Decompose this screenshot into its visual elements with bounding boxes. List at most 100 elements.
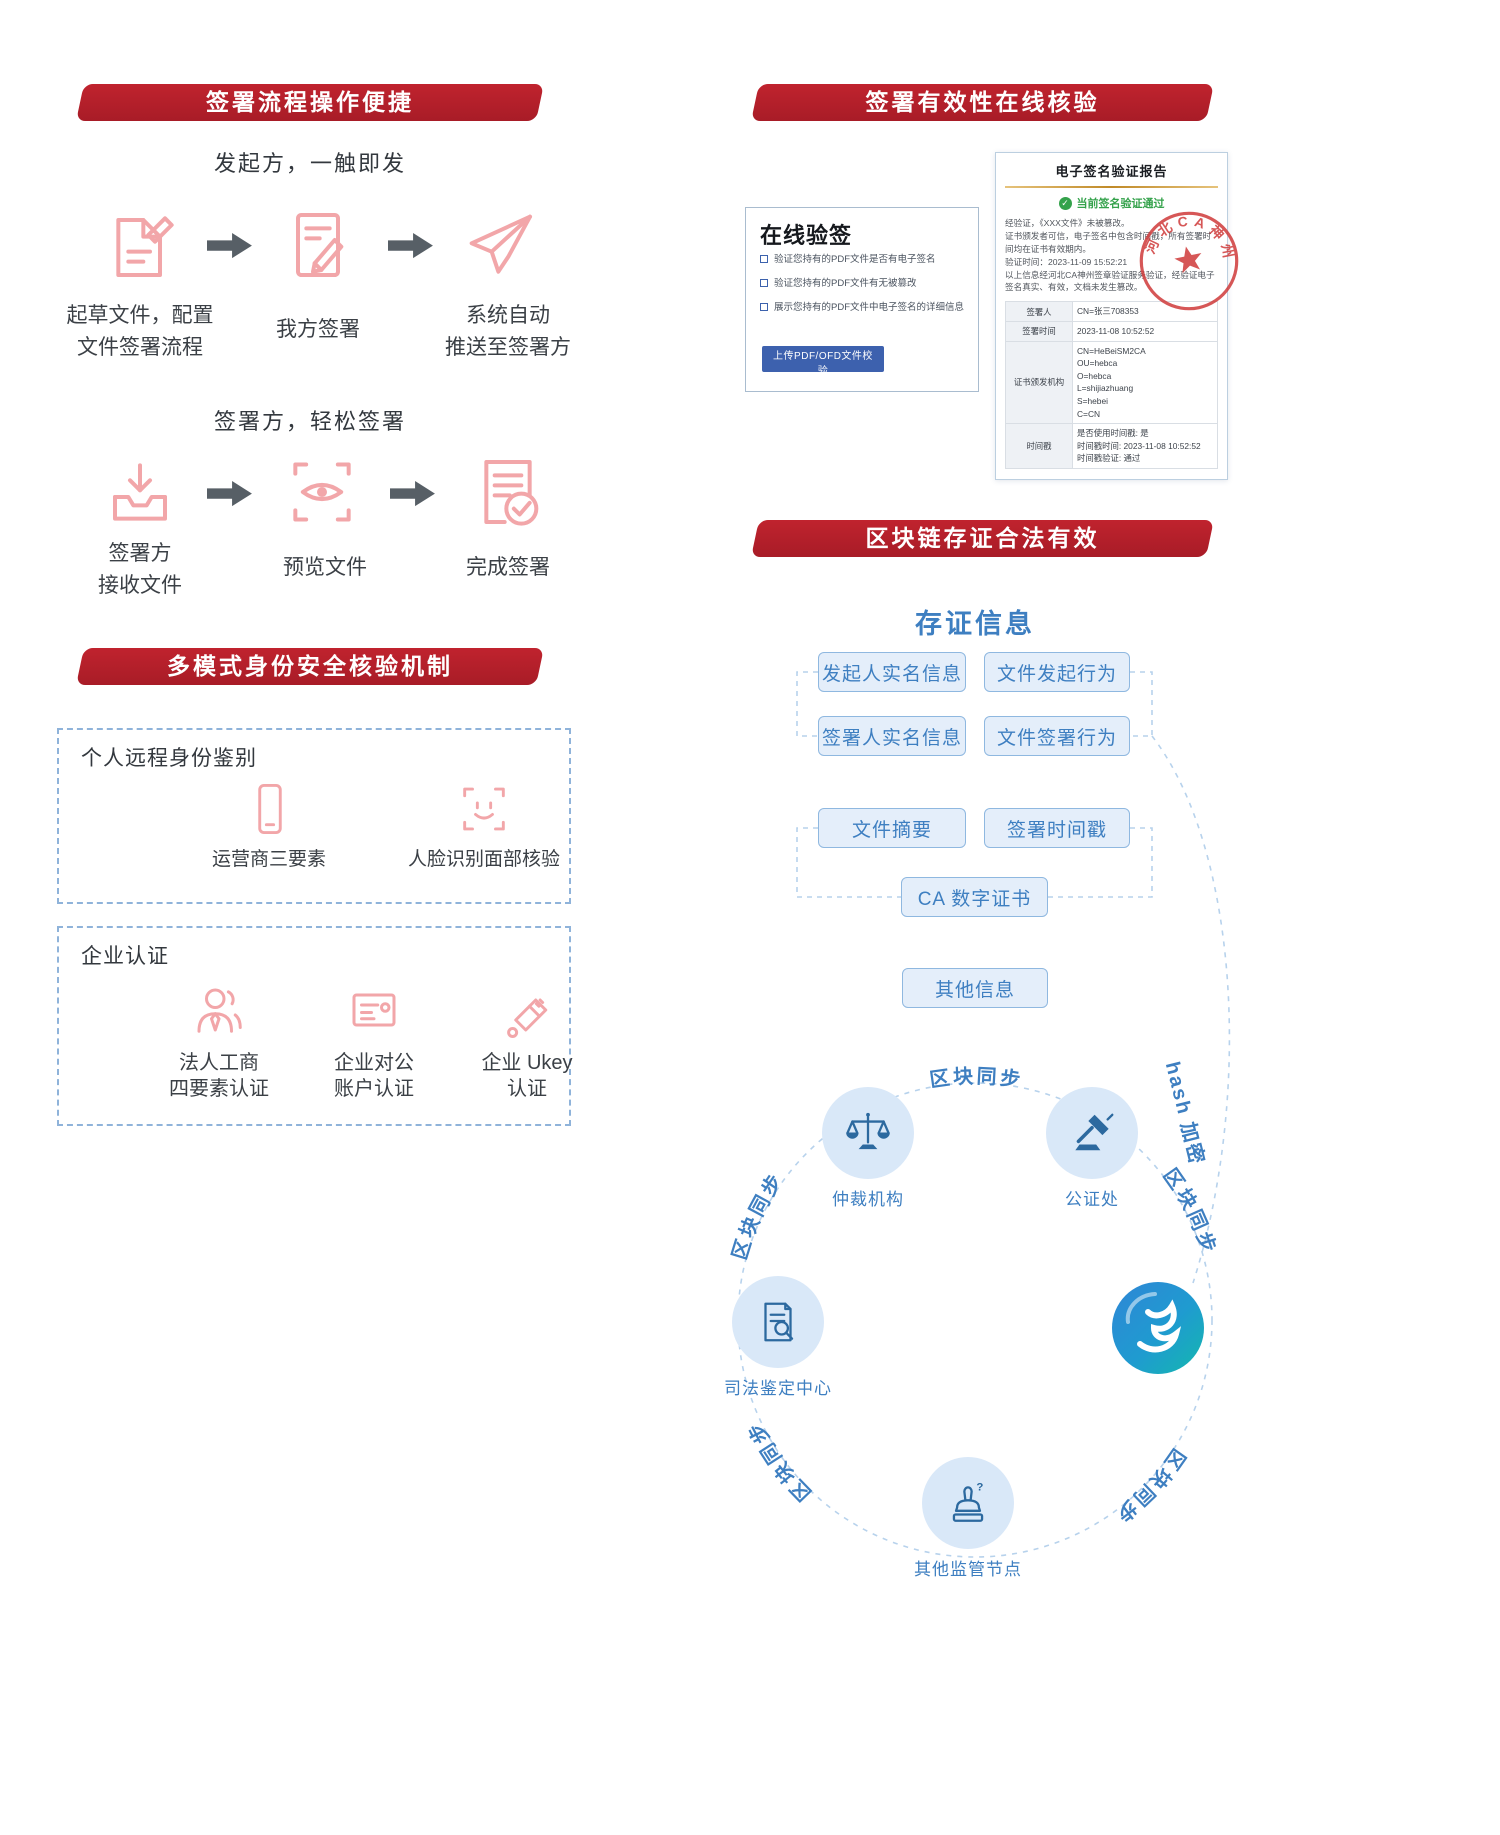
report-row-label: 签署时间 <box>1005 320 1073 342</box>
evidence-box: 文件摘要 <box>818 808 966 848</box>
report-row-value: 是否使用时间戳: 是 时间戳时间: 2023-11-08 10:52:52 时间… <box>1072 423 1218 470</box>
paper-plane-icon <box>460 205 540 285</box>
report-row-value: CN=HeBeiSM2CA OU=hebca O=hebca L=shijiaz… <box>1072 340 1218 425</box>
ca-stamp-icon: 河北CA神州 <box>1126 198 1252 324</box>
legal-person-icon <box>189 980 249 1040</box>
sync-label: 区块同步 <box>1109 1444 1186 1527</box>
judicial-node <box>732 1276 824 1368</box>
flow-step-label: 完成签署 <box>466 556 550 579</box>
node-label: 仲裁机构 <box>832 1190 904 1209</box>
signer-subtitle: 签署方，轻松签署 <box>213 409 406 434</box>
hash-curve <box>1151 735 1231 1284</box>
check-icon: ✓ <box>1058 196 1072 210</box>
flow-step-label: 起草文件，配置 文件签署流程 <box>66 304 214 359</box>
online-verify-list: 验证您持有的PDF文件是否有电子签名 验证您持有的PDF文件有无被篡改 展示您持… <box>760 254 970 325</box>
svg-text:区块同步: 区块同步 <box>729 1168 789 1262</box>
identity-method-label: 运营商三要素 <box>211 849 326 870</box>
evidence-title: 存证信息 <box>915 609 1035 639</box>
banner-signing-flow: 签署流程操作便捷 <box>80 84 540 121</box>
arrow-right-icon <box>390 480 436 507</box>
face-scan-icon <box>455 780 513 838</box>
sync-label: 区块同步 <box>729 1168 786 1262</box>
question-mark: ? <box>976 1482 983 1494</box>
personal-identity-panel: 个人远程身份鉴别 运营商三要素 人脸识别面部核验 <box>57 728 571 904</box>
verify-feature-item: 验证您持有的PDF文件有无被篡改 <box>760 278 970 291</box>
bracket-left-top <box>796 671 818 737</box>
evidence-box: 签署时间戳 <box>984 808 1130 848</box>
banner-identity-verify: 多模式身份安全核验机制 <box>80 648 540 685</box>
svg-text:区块同步: 区块同步 <box>743 1416 816 1504</box>
receive-file-icon <box>100 452 180 532</box>
banner-online-verify-label: 签署有效性在线核验 <box>865 89 1100 115</box>
svg-text:区块同步: 区块同步 <box>1109 1444 1189 1527</box>
personal-identity-title: 个人远程身份鉴别 <box>81 747 257 770</box>
arbitration-node <box>822 1087 914 1179</box>
report-row-label: 证书颁发机构 <box>1005 340 1073 425</box>
report-title: 电子签名验证报告 <box>1055 164 1168 179</box>
flow-step-label: 签署方 接收文件 <box>98 542 182 597</box>
report-table: 签署人 CN=张三708353 签署时间 2023-11-08 10:52:52… <box>1005 301 1218 470</box>
bank-card-icon <box>344 980 404 1040</box>
report-row-label: 签署人 <box>1005 301 1073 322</box>
enterprise-auth-title: 企业认证 <box>81 945 169 968</box>
node-label: 司法鉴定中心 <box>724 1379 832 1398</box>
document-magnifier-icon <box>753 1297 803 1347</box>
preview-file-icon <box>282 452 362 532</box>
evidence-box: 签署人实名信息 <box>818 716 966 756</box>
evidence-box: 文件发起行为 <box>984 652 1130 692</box>
report-summary-line: 经验证，《XXX文件》未被篡改。 <box>1005 218 1130 228</box>
complete-sign-icon <box>468 452 548 532</box>
node-label: 公证处 <box>1065 1190 1119 1209</box>
scales-icon <box>843 1108 893 1158</box>
evidence-box: 文件签署行为 <box>984 716 1130 756</box>
evidence-box: 其他信息 <box>902 968 1048 1008</box>
enterprise-method-label: 法人工商 四要素认证 <box>169 1052 269 1100</box>
report-divider <box>1005 186 1218 188</box>
regulator-node: ? <box>922 1457 1014 1549</box>
signature-report-card: 电子签名验证报告 ✓ 当前签名验证通过 经验证，《XXX文件》未被篡改。 证书颁… <box>995 152 1228 481</box>
table-row: 签署时间 2023-11-08 10:52:52 <box>1005 320 1218 342</box>
evidence-box: CA 数字证书 <box>901 877 1048 917</box>
table-row: 签署人 CN=张三708353 <box>1005 301 1218 322</box>
table-row: 证书颁发机构 CN=HeBeiSM2CA OU=hebca O=hebca L=… <box>1005 340 1218 425</box>
report-summary: 经验证，《XXX文件》未被篡改。 证书颁发者可信，电子签名中包含时间戳，所有签署… <box>1005 217 1218 294</box>
online-verify-title: 在线验签 <box>760 223 853 248</box>
report-row-value: 2023-11-08 10:52:52 <box>1072 320 1218 342</box>
identity-method-label: 人脸识别面部核验 <box>407 849 560 870</box>
banner-online-verify: 签署有效性在线核验 <box>755 84 1210 121</box>
flow-step-label: 预览文件 <box>283 556 367 579</box>
report-summary-line: 验证时间：2023-11-09 15:52:21 <box>1005 256 1128 267</box>
arrow-right-icon <box>207 232 253 259</box>
gavel-icon <box>1067 1108 1117 1158</box>
enterprise-method-label: 企业 Ukey 认证 <box>481 1052 573 1100</box>
node-label: 其他监管节点 <box>914 1560 1022 1579</box>
report-summary-line: 证书颁发者可信，电子签名中包含时间戳，所有签署时间均在证书有效期内。 <box>1005 230 1212 254</box>
banner-identity-verify-label: 多模式身份安全核验机制 <box>167 653 453 679</box>
report-status-text: 当前签名验证通过 <box>1076 198 1165 210</box>
evidence-box: 发起人实名信息 <box>818 652 966 692</box>
banner-blockchain-label: 区块链存证合法有效 <box>865 525 1100 551</box>
report-summary-line: 以上信息经河北CA神州签章验证服务验证，经验证电子签名真实、有效，文档未发生篡改… <box>1005 269 1215 293</box>
draft-document-icon <box>100 205 180 285</box>
arrow-right-icon <box>388 232 434 259</box>
hash-encrypt-label: hash 加密 <box>1160 1059 1208 1168</box>
phone-icon <box>241 780 299 838</box>
banner-signing-flow-label: 签署流程操作便捷 <box>206 89 414 115</box>
sign-document-icon <box>278 205 358 285</box>
platform-logo-node <box>1110 1280 1206 1376</box>
ukey-icon <box>497 980 557 1040</box>
platform-logo-icon <box>1110 1280 1206 1376</box>
svg-text:河北CA神州: 河北CA神州 <box>1136 205 1237 281</box>
stamp-icon: ? <box>943 1478 993 1528</box>
flow-step-label: 系统自动 推送至签署方 <box>445 304 571 359</box>
enterprise-method-label: 企业对公 账户认证 <box>334 1052 414 1100</box>
upload-file-button[interactable]: 上传PDF/OFD文件校验 <box>762 346 884 377</box>
svg-text:区块同步: 区块同步 <box>928 1065 1024 1093</box>
banner-blockchain: 区块链存证合法有效 <box>755 520 1210 557</box>
verify-feature-item: 展示您持有的PDF文件中电子签名的详细信息 <box>760 302 970 315</box>
initiator-subtitle: 发起方，一触即发 <box>213 151 406 176</box>
report-row-label: 时间戳 <box>1005 423 1073 470</box>
sync-label: 区块同步 <box>743 1416 813 1504</box>
enterprise-auth-panel: 企业认证 法人工商 四要素认证 企业对公 账户认证 <box>57 926 573 1126</box>
